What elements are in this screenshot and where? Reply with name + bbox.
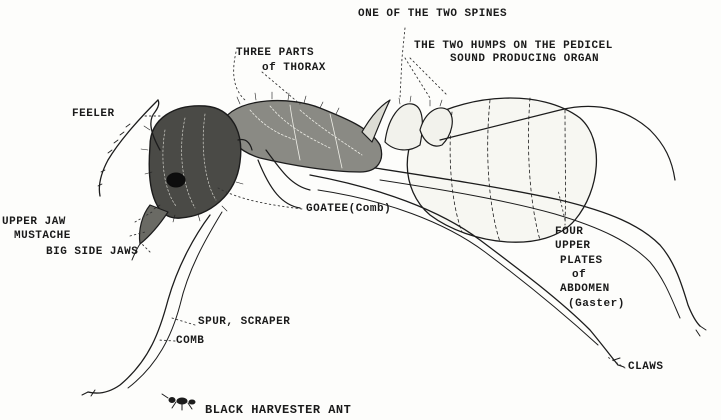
label-humps-line1: THE TWO HUMPS ON THE PEDICEL [414,40,613,53]
label-upper-jaw: UPPER JAW [2,216,66,229]
diagram-title: BLACK HARVESTER ANT [205,404,351,417]
pedicel-nodes [385,104,452,150]
label-plates-line2: UPPER [555,240,591,253]
label-plates-line3: PLATES [560,255,603,268]
head [132,106,252,260]
label-plates-line6: (Gaster) [568,298,625,311]
label-goatee: GOATEE(Comb) [306,203,391,216]
label-mustache: MUSTACHE [14,230,71,243]
label-feeler: FEELER [72,108,115,121]
label-claws: CLAWS [628,361,664,374]
thorax [225,100,390,172]
label-big-side-jaws: BIG SIDE JAWS [46,246,138,259]
label-plates-line5: ABDOMEN [560,283,610,296]
label-thorax-line2: of THORAX [262,62,326,75]
label-spines: ONE OF THE TWO SPINES [358,8,507,21]
label-plates-line4: of [572,269,586,282]
small-ant-icon [162,394,195,410]
label-spur-scraper: SPUR, SCRAPER [198,316,290,329]
label-humps-line2: SOUND PRODUCING ORGAN [450,53,599,66]
label-plates-line1: FOUR [555,226,583,239]
label-comb: COMB [176,335,204,348]
label-thorax-line1: THREE PARTS [236,47,314,60]
